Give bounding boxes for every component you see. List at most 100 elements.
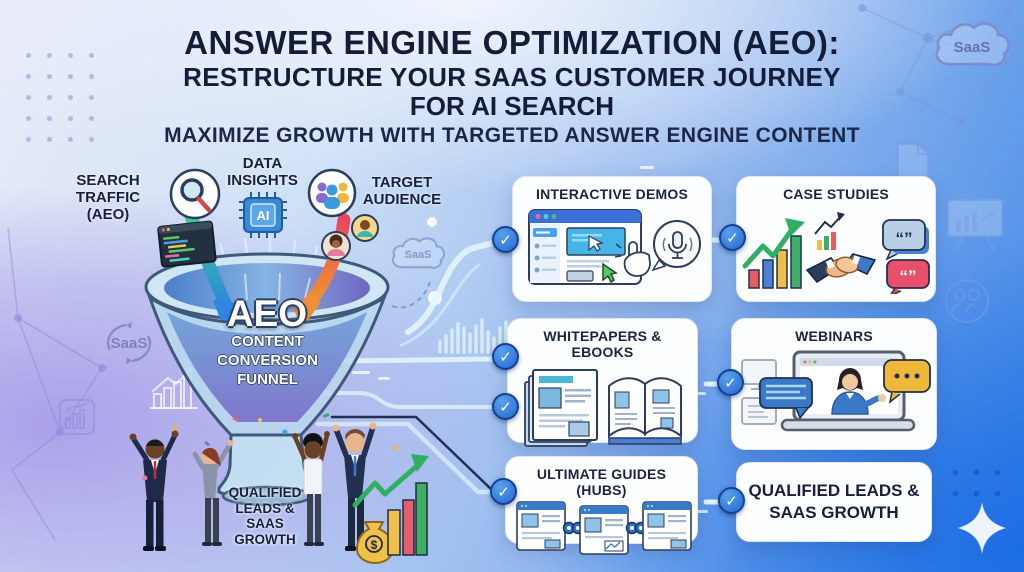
equalizer-bars — [438, 318, 508, 354]
quote-bubble-blue-icon: “” — [882, 219, 929, 261]
presentation-chart-icon — [944, 191, 1006, 251]
saas-recycle-badge: SaaS — [98, 320, 160, 366]
trace-to-demos — [405, 238, 503, 335]
ai-chip-label: AI — [257, 208, 270, 223]
dot-grid-topleft — [18, 45, 104, 151]
growth-arrow-icon — [352, 454, 429, 508]
dot-grid-right — [945, 462, 1007, 508]
magnifier-icon — [169, 168, 221, 220]
subtitle: MAXIMIZE GROWTH WITH TARGETED ANSWER ENG… — [164, 124, 860, 147]
dollar-sign: $ — [371, 538, 378, 552]
celebrating-people — [129, 413, 398, 551]
audience-icon — [307, 168, 357, 218]
card-interactive-demos: INTERACTIVE DEMOS — [512, 176, 712, 302]
avatar-woman-icon — [321, 231, 351, 261]
person-3 — [292, 431, 330, 546]
quote-marks: “” — [900, 267, 917, 286]
checkmark-badge-demos: ✓ — [492, 226, 519, 253]
funnel-title: AEO — [226, 293, 308, 334]
growth-bars-icon — [387, 482, 428, 556]
card-webinars: WEBINARS — [731, 318, 937, 450]
guide-window-icon — [578, 505, 629, 555]
dashed-arrow-cloud — [391, 281, 431, 309]
check-icon: ✓ — [726, 229, 739, 247]
checkmark-badge-whitepapers-2: ✓ — [492, 393, 519, 420]
check-icon: ✓ — [499, 348, 512, 366]
card-title: QUALIFIED LEADS & SAAS GROWTH — [748, 480, 920, 522]
chat-bubble-blue-icon — [759, 377, 813, 420]
checkmark-badge-whitepapers-1: ✓ — [492, 343, 519, 370]
check-icon: ✓ — [724, 374, 737, 392]
recycle-arc-icon — [131, 335, 152, 363]
outcome-label: QUALIFIED LEADS & SAAS GROWTH — [228, 485, 302, 547]
ai-chip-icon: AI — [239, 192, 287, 238]
code-window-icon — [157, 220, 217, 268]
title-line-1: ANSWER ENGINE OPTIMIZATION (AEO): — [184, 24, 840, 61]
network-nodes-left — [14, 314, 106, 436]
search-arrowhead — [213, 300, 245, 332]
saas-cloud-funnel: SaaS — [388, 234, 448, 276]
person-4 — [332, 422, 377, 551]
card-title: ULTIMATE GUIDES (HUBS) — [536, 466, 667, 498]
check-icon: ✓ — [499, 398, 512, 416]
checkmark-badge-casestudies: ✓ — [719, 224, 746, 251]
open-book-icon — [607, 377, 682, 445]
title-line-2: RESTRUCTURE YOUR SAAS CUSTOMER JOURNEY — [183, 62, 841, 92]
guide-window-icon — [641, 501, 692, 551]
recycle-arc-icon — [106, 323, 127, 351]
mini-chart-icon — [814, 212, 845, 250]
card-title: CASE STUDIES — [783, 186, 889, 202]
input-label-search-traffic: SEARCH TRAFFIC (AEO) — [75, 172, 141, 223]
documents-stack-icon — [523, 369, 598, 447]
trace-node — [427, 217, 437, 227]
card-case-studies: CASE STUDIES — [736, 176, 936, 302]
saas-cloud-topright: SaaS — [930, 18, 1014, 76]
guide-window-icon — [515, 501, 566, 551]
check-icon: ✓ — [499, 231, 512, 249]
card-title: WHITEPAPERS & EBOOKS — [543, 328, 662, 360]
cloud-outline — [391, 237, 446, 269]
funnel-subtitle: CONTENT CONVERSION FUNNEL — [217, 333, 318, 388]
checkmark-badge-webinars: ✓ — [717, 369, 744, 396]
case-studies-illustration: “” “” — [742, 212, 930, 294]
bar-chart-icon — [748, 235, 802, 289]
card-whitepapers-ebooks: WHITEPAPERS & EBOOKS — [507, 318, 698, 447]
input-label-target-audience: TARGET AUDIENCE — [362, 174, 442, 208]
laptop-base — [780, 418, 916, 432]
cloud-outline — [935, 22, 1010, 67]
trace-glow — [399, 262, 481, 348]
network-nodes — [858, 4, 1012, 126]
check-icon: ✓ — [725, 492, 738, 510]
quote-bubble-red-icon: “” — [886, 259, 930, 294]
sparkle-icon — [958, 502, 1006, 554]
card-title: INTERACTIVE DEMOS — [536, 186, 688, 202]
card-title: WEBINARS — [795, 328, 873, 344]
handshake-icon — [805, 253, 877, 283]
confetti — [142, 413, 398, 481]
input-label-data-insights: DATA INSIGHTS — [227, 155, 298, 189]
funnel-scene: AI — [129, 168, 429, 564]
hand-pointer-icon — [614, 241, 651, 277]
document-icon — [897, 143, 929, 181]
title-line-3: FOR AI SEARCH — [409, 91, 615, 121]
quote-marks: “” — [896, 229, 913, 248]
trace-to-guides-glow — [315, 421, 497, 495]
saas-cloud-label: SaaS — [404, 249, 432, 261]
people-circle-icon — [945, 279, 989, 323]
webinars-illustration — [741, 350, 931, 432]
checkmark-badge-leads: ✓ — [718, 487, 745, 514]
funnel-liquid — [167, 312, 367, 422]
mini-chart-icon-left — [59, 399, 95, 435]
saas-cloud-label: SaaS — [953, 38, 991, 56]
chat-bubble-yellow-icon — [883, 359, 931, 404]
trace-to-whitepapers-2 — [314, 391, 499, 409]
check-icon: ✓ — [497, 483, 510, 501]
saas-recycle-label: SaaS — [110, 334, 148, 352]
audience-arrow — [300, 213, 351, 313]
presenter-woman — [831, 368, 886, 415]
card-qualified-leads: QUALIFIED LEADS & SAAS GROWTH — [736, 462, 932, 542]
avatar-man-icon — [351, 214, 379, 242]
person-2 — [192, 440, 233, 546]
